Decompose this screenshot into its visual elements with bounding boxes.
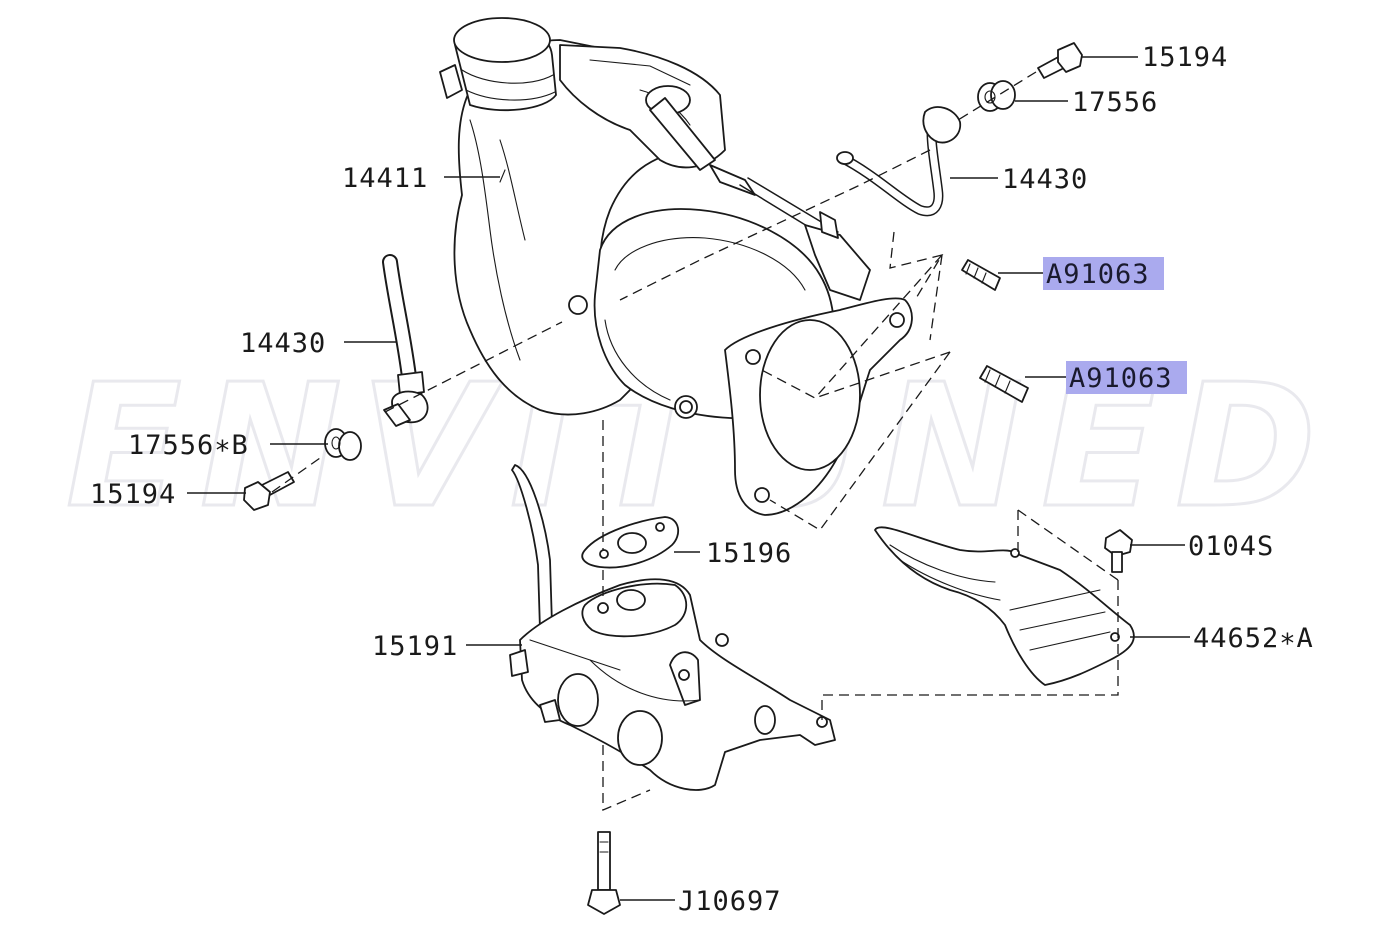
- label-pipe-left: 14430: [240, 328, 326, 359]
- stud-upper-link[interactable]: A91063: [1043, 257, 1164, 290]
- label-highlight-upper: [1043, 257, 1164, 290]
- stud-lower-part[interactable]: [979, 365, 1029, 403]
- label-bolt-left: 15194: [90, 479, 176, 510]
- alignment-lines: [271, 71, 1119, 811]
- label-gasket: 15196: [706, 538, 792, 569]
- bolt-bottom-part[interactable]: [587, 831, 621, 915]
- label-bolt-top: 15194: [1142, 42, 1228, 73]
- label-washer-top: 17556: [1072, 87, 1158, 118]
- label-bolt-bottom: J10697: [678, 886, 782, 917]
- part-labels: 15194 17556 14411 14430 A91063 A91063 14…: [90, 42, 1314, 917]
- stud-lower-link[interactable]: A91063: [1066, 361, 1187, 394]
- oil-pipe-right-part[interactable]: [836, 106, 962, 217]
- washer-top-part[interactable]: [977, 80, 1016, 112]
- leader-lines: [187, 56, 1190, 901]
- washer-left-part[interactable]: [324, 428, 362, 461]
- label-stud-upper[interactable]: A91063: [1046, 259, 1150, 290]
- stud-upper-part[interactable]: [961, 259, 1001, 291]
- label-stud-lower[interactable]: A91063: [1069, 363, 1173, 394]
- bolt-shield-part[interactable]: [1104, 529, 1133, 573]
- label-exhaust-pipe: 15191: [372, 631, 458, 662]
- label-highlight-lower: [1066, 361, 1187, 394]
- label-washer-left: 17556∗B: [128, 430, 249, 461]
- label-turbocharger: 14411: [342, 163, 428, 194]
- label-heat-shield: 44652∗A: [1193, 623, 1314, 654]
- bolt-top-part[interactable]: [1037, 42, 1083, 79]
- oil-pipe-left-part[interactable]: [382, 254, 429, 427]
- bolt-left-part[interactable]: [243, 471, 295, 511]
- label-pipe-right: 14430: [1002, 164, 1088, 195]
- gasket-part[interactable]: [581, 516, 680, 569]
- exhaust-pipe-part[interactable]: [509, 464, 836, 791]
- label-bolt-shield: 0104S: [1188, 531, 1274, 562]
- heat-shield-part[interactable]: [874, 526, 1135, 686]
